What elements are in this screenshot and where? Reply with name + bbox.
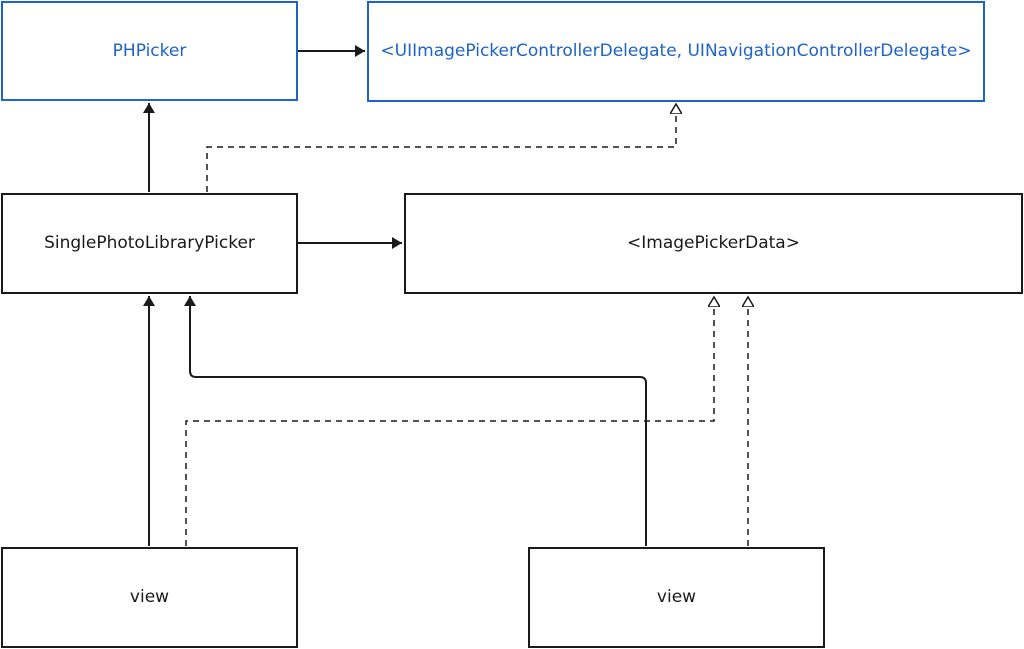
image-picker-data-label: <ImagePickerData> (627, 233, 800, 254)
image-picker-data-node: <ImagePickerData> (404, 193, 1023, 294)
connector-single-realizes-delegates (206, 104, 676, 192)
single-photo-library-picker-label: SinglePhotoLibraryPicker (44, 233, 255, 254)
view-left-label: view (129, 587, 170, 608)
view-left-node: view (1, 547, 298, 648)
delegates-protocol-node: <UIImagePickerControllerDelegate, UINavi… (367, 1, 985, 102)
connector-view-right-to-single (184, 296, 647, 546)
single-photo-library-picker-node: SinglePhotoLibraryPicker (1, 193, 298, 294)
connector-view-left-realizes-data (185, 297, 714, 546)
view-right-node: view (528, 547, 825, 648)
phpicker-label: PHPicker (112, 40, 187, 61)
phpicker-node: PHPicker (1, 1, 298, 101)
delegates-protocol-label: <UIImagePickerControllerDelegate, UINavi… (380, 41, 972, 62)
view-right-label: view (656, 587, 697, 608)
